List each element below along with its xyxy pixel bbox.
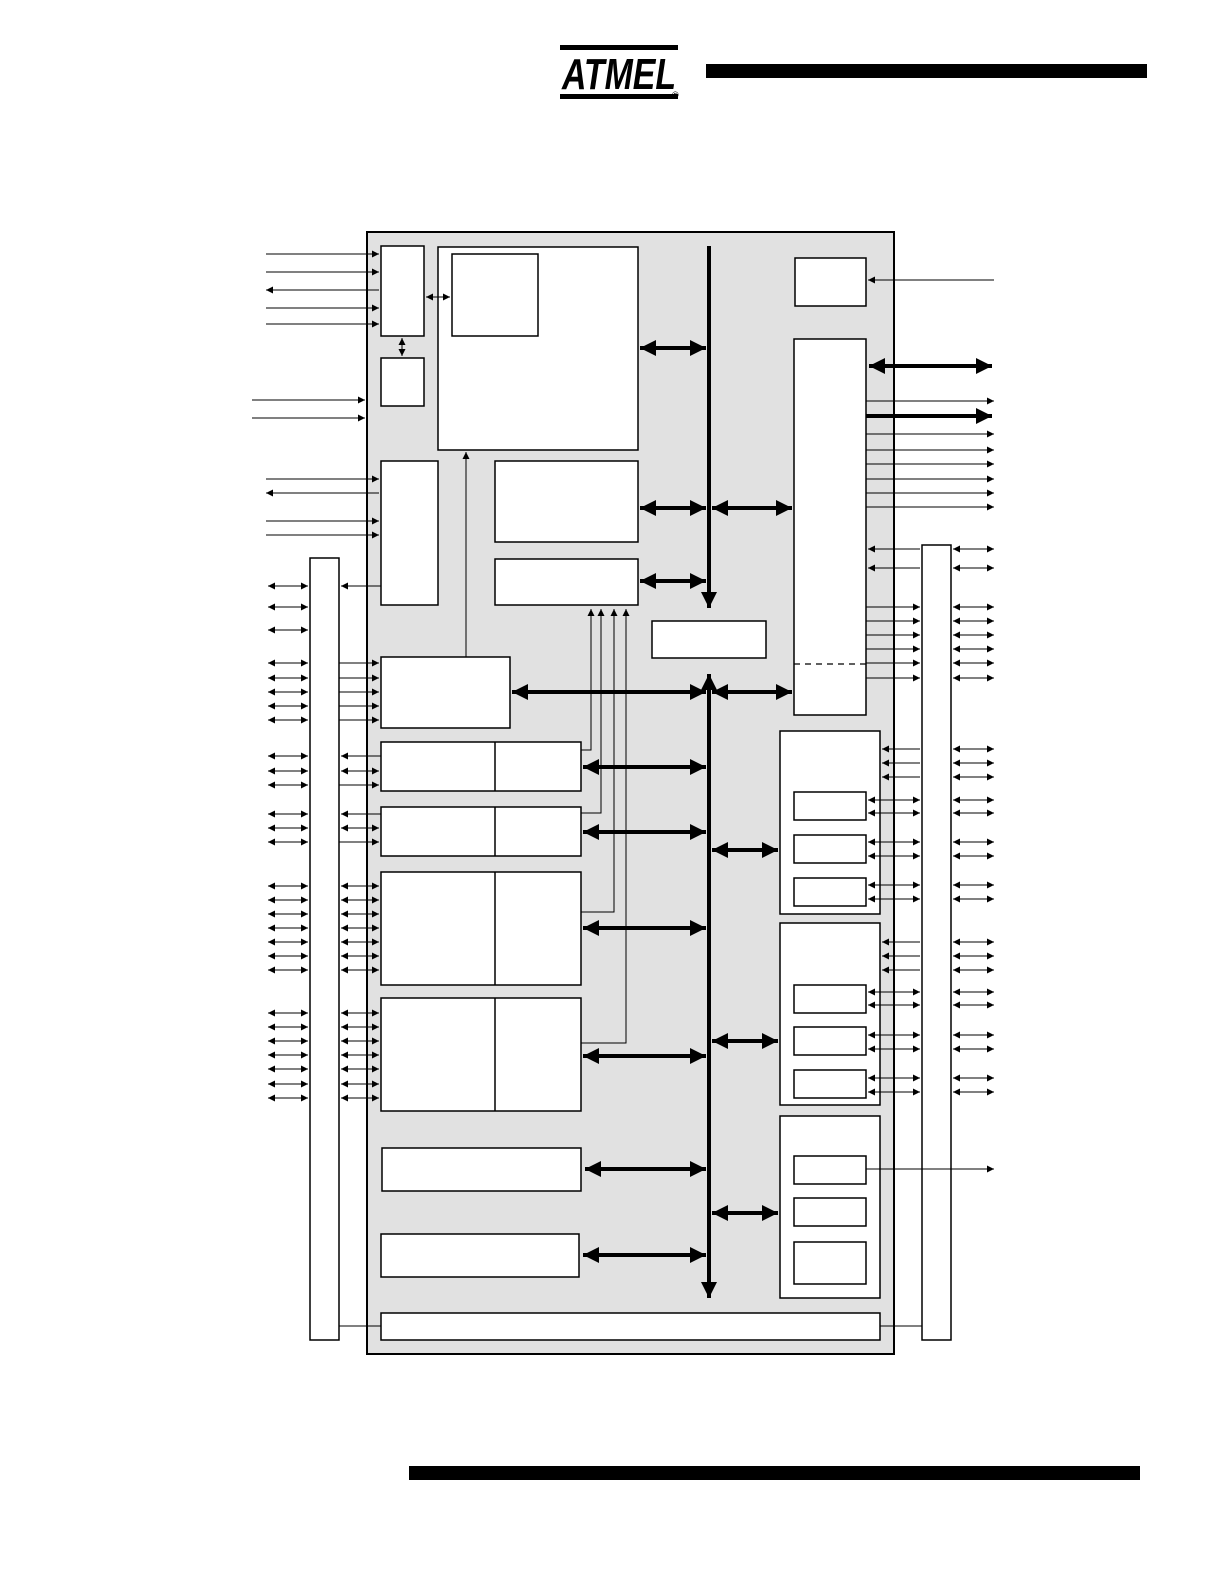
logo-text: ATMEL xyxy=(561,50,676,99)
small-block xyxy=(380,357,425,407)
signal-lines xyxy=(252,250,994,1102)
top-right-block xyxy=(794,257,867,307)
registered-mark: ® xyxy=(672,90,679,100)
bus-connections xyxy=(512,340,992,1263)
peripheral-blocks xyxy=(380,741,881,1341)
ebi-block xyxy=(793,338,867,716)
pmc-block xyxy=(380,656,511,729)
pio-right xyxy=(921,544,952,1341)
right-groups xyxy=(779,730,881,1299)
header-rule xyxy=(706,64,1147,78)
pio-left xyxy=(309,557,340,1341)
atmel-logo: ATMEL ® xyxy=(560,45,679,100)
debug-block xyxy=(380,245,425,337)
processor-core xyxy=(451,253,539,337)
memory-block xyxy=(494,460,639,543)
internal-links xyxy=(341,276,994,1173)
interrupt-block xyxy=(380,460,439,606)
footer-rule xyxy=(409,1466,1140,1480)
memory-block-2 xyxy=(494,558,639,606)
bridge-block xyxy=(651,620,767,659)
